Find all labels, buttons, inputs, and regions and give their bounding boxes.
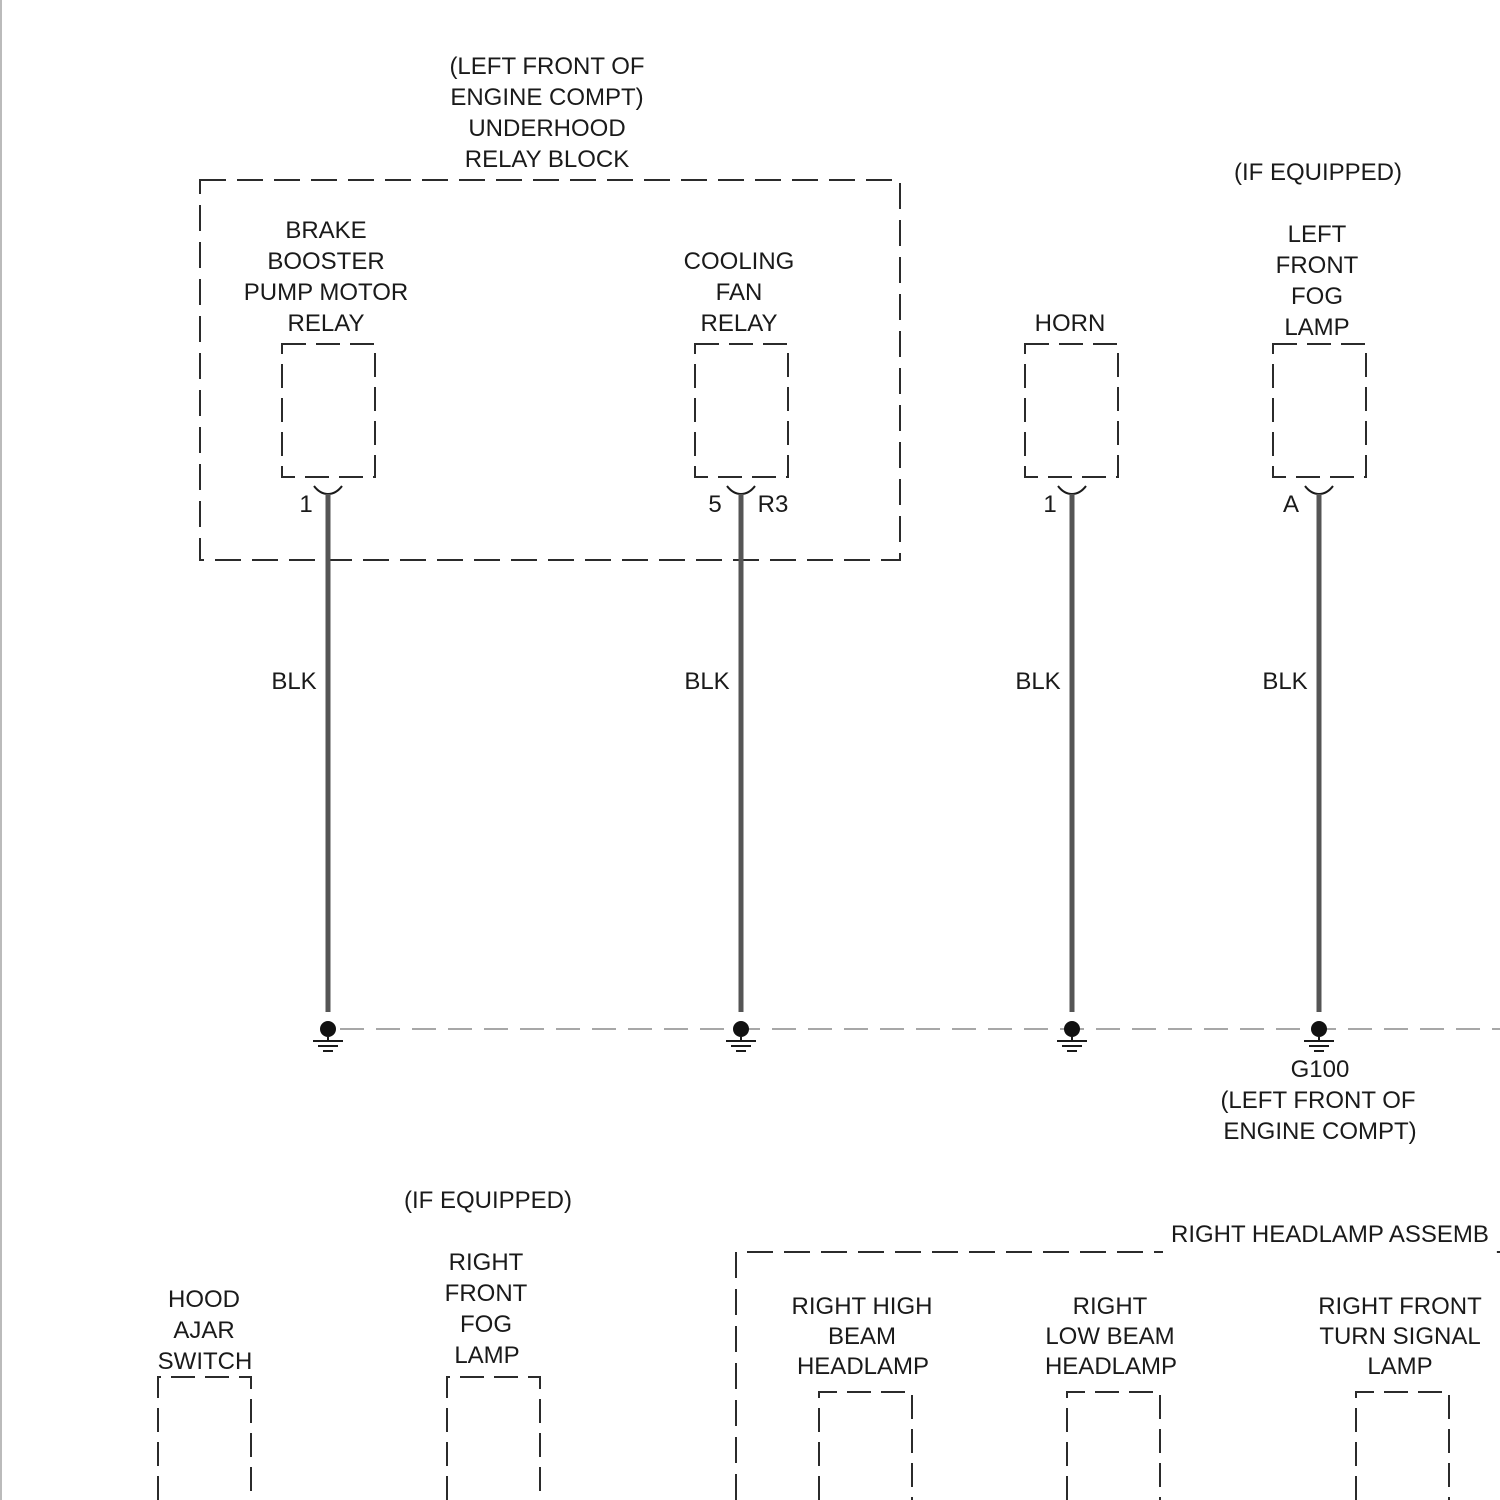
ground-id: G100 <box>1291 1056 1350 1083</box>
left-fog-wire-color: BLK <box>1262 668 1307 695</box>
cooling-fan-relay: COOLING FAN RELAY 5 R3 BLK <box>684 248 795 1012</box>
brake-relay-label-line-3: PUMP MOTOR <box>244 279 408 306</box>
hood-switch-label-line-1: HOOD <box>168 1286 240 1313</box>
brake-booster-relay: BRAKE BOOSTER PUMP MOTOR RELAY 1 BLK <box>244 217 408 1012</box>
turn-signal-label-line-3: LAMP <box>1367 1353 1432 1380</box>
right-fog-label-line-4: LAMP <box>454 1342 519 1369</box>
low-beam-label-line-3: HEADLAMP <box>1045 1353 1177 1380</box>
high-beam-box <box>819 1392 912 1500</box>
ground-symbol-left-fog <box>1304 1021 1334 1051</box>
cooling-relay-label-line-2: FAN <box>716 279 763 306</box>
ground-location-line-1: (LEFT FRONT OF <box>1220 1087 1415 1114</box>
low-beam-box <box>1067 1392 1160 1500</box>
cooling-relay-label-line-1: COOLING <box>684 248 795 275</box>
cooling-relay-label-line-3: RELAY <box>701 310 778 337</box>
horn-label: HORN <box>1035 310 1106 337</box>
right-fog-note: (IF EQUIPPED) <box>404 1187 572 1214</box>
brake-relay-wire-color: BLK <box>271 668 316 695</box>
ground-location-line-2: ENGINE COMPT) <box>1223 1118 1416 1145</box>
brake-relay-label-line-4: RELAY <box>288 310 365 337</box>
left-fog-pin: A <box>1283 491 1299 518</box>
brake-relay-pin: 1 <box>299 491 312 518</box>
horn-pin: 1 <box>1043 491 1056 518</box>
relay-block: (LEFT FRONT OF ENGINE COMPT) UNDERHOOD R… <box>200 53 900 560</box>
hood-ajar-switch: HOOD AJAR SWITCH <box>158 1286 253 1500</box>
high-beam-label-line-3: HEADLAMP <box>797 1353 929 1380</box>
turn-signal-box <box>1356 1392 1449 1500</box>
right-low-beam-headlamp: RIGHT LOW BEAM HEADLAMP <box>1045 1293 1177 1500</box>
left-fog-label-line-4: LAMP <box>1284 314 1349 341</box>
right-high-beam-headlamp: RIGHT HIGH BEAM HEADLAMP <box>792 1293 933 1500</box>
relay-block-label-line-1: (LEFT FRONT OF <box>449 53 644 80</box>
hood-switch-label-line-3: SWITCH <box>158 1348 253 1375</box>
low-beam-label-line-2: LOW BEAM <box>1045 1323 1174 1350</box>
relay-block-label-line-4: RELAY BLOCK <box>465 146 630 173</box>
high-beam-label-line-1: RIGHT HIGH <box>792 1293 933 1320</box>
ground-symbol-brake <box>313 1021 343 1051</box>
turn-signal-label-line-1: RIGHT FRONT <box>1318 1293 1482 1320</box>
left-fog-label-line-2: FRONT <box>1276 252 1359 279</box>
cooling-relay-connector <box>727 486 755 494</box>
brake-relay-label-line-2: BOOSTER <box>267 248 384 275</box>
relay-block-label-line-2: ENGINE COMPT) <box>450 84 643 111</box>
headlamp-assembly-title: RIGHT HEADLAMP ASSEMB <box>1171 1221 1489 1248</box>
relay-block-label-line-3: UNDERHOOD <box>468 115 625 142</box>
right-fog-box <box>447 1377 540 1500</box>
turn-signal-label-line-2: TURN SIGNAL <box>1319 1323 1480 1350</box>
right-fog-label-line-2: FRONT <box>445 1280 528 1307</box>
right-headlamp-assembly: RIGHT HEADLAMP ASSEMB RIGHT HIGH BEAM HE… <box>736 1221 1500 1500</box>
cooling-relay-pin-right: R3 <box>758 491 789 518</box>
brake-relay-label-line-1: BRAKE <box>285 217 366 244</box>
horn: HORN 1 BLK <box>1015 310 1118 1012</box>
cooling-relay-pin: 5 <box>708 491 721 518</box>
ground-symbol-cooling <box>726 1021 756 1051</box>
left-fog-label-line-1: LEFT <box>1288 221 1347 248</box>
cooling-relay-box <box>695 344 788 477</box>
cooling-relay-wire-color: BLK <box>684 668 729 695</box>
left-fog-note: (IF EQUIPPED) <box>1234 159 1402 186</box>
left-fog-label-line-3: FOG <box>1291 283 1343 310</box>
left-fog-connector <box>1305 486 1333 494</box>
horn-box <box>1025 344 1118 477</box>
right-fog-label-line-3: FOG <box>460 1311 512 1338</box>
left-front-fog-lamp: (IF EQUIPPED) LEFT FRONT FOG LAMP A BLK <box>1234 159 1402 1012</box>
left-fog-box <box>1273 344 1366 477</box>
hood-switch-box <box>158 1377 251 1500</box>
brake-relay-box <box>282 344 375 477</box>
low-beam-label-line-1: RIGHT <box>1073 1293 1148 1320</box>
right-front-fog-lamp: (IF EQUIPPED) RIGHT FRONT FOG LAMP <box>404 1187 572 1500</box>
ground-g100: G100 (LEFT FRONT OF ENGINE COMPT) <box>313 1021 1500 1145</box>
hood-switch-label-line-2: AJAR <box>173 1317 234 1344</box>
horn-connector <box>1058 486 1086 494</box>
ground-symbol-horn <box>1057 1021 1087 1051</box>
right-front-turn-signal-lamp: RIGHT FRONT TURN SIGNAL LAMP <box>1318 1293 1482 1500</box>
high-beam-label-line-2: BEAM <box>828 1323 896 1350</box>
brake-relay-connector <box>314 486 342 494</box>
right-fog-label-line-1: RIGHT <box>449 1249 524 1276</box>
horn-wire-color: BLK <box>1015 668 1060 695</box>
